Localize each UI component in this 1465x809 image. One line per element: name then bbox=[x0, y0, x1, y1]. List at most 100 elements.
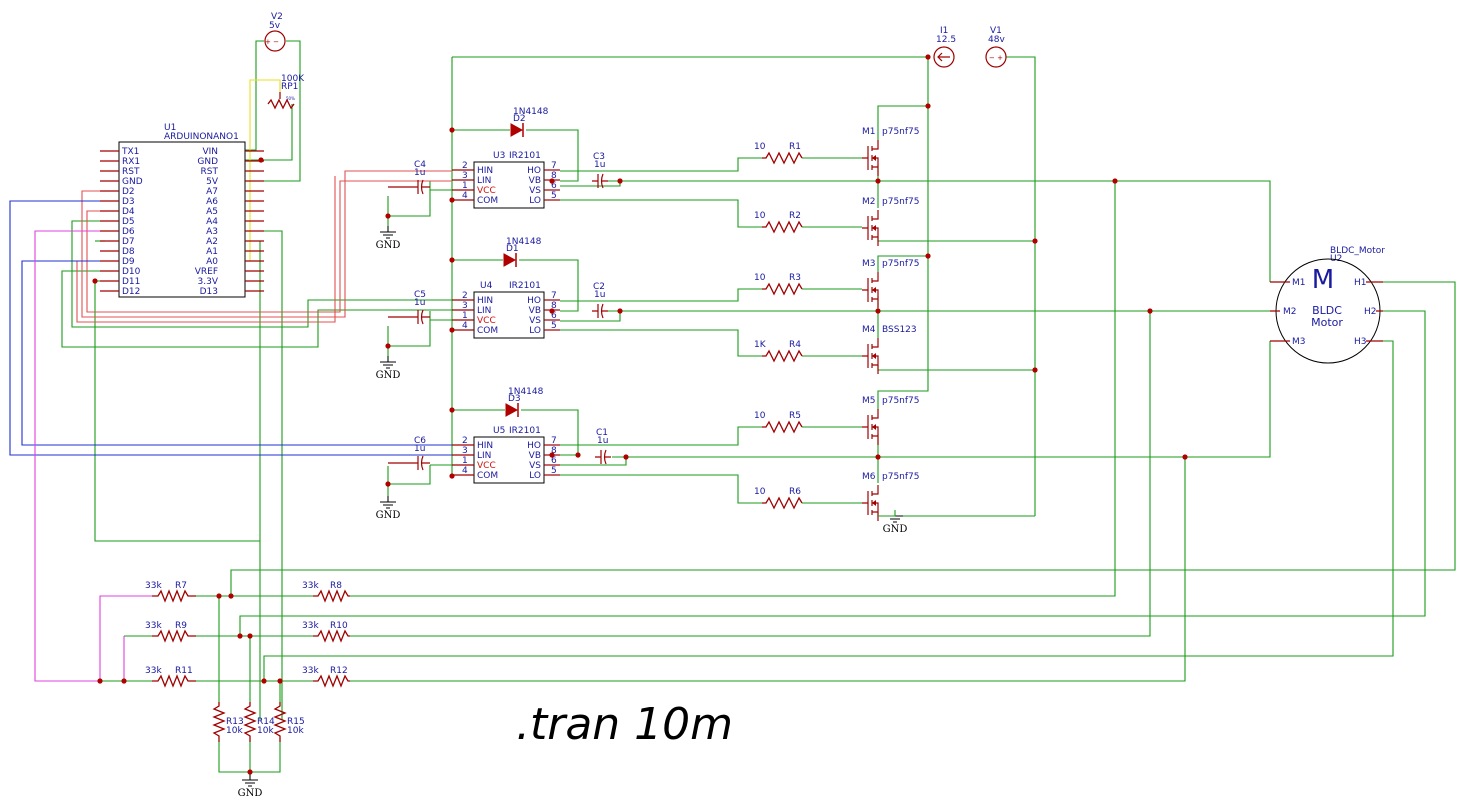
driver-pin-name: VCC bbox=[477, 316, 496, 326]
pot-value: 100K bbox=[281, 74, 305, 84]
ground-label: GND bbox=[376, 240, 401, 251]
junction-dot bbox=[617, 308, 623, 314]
arduino-pin-label: RST bbox=[201, 167, 219, 177]
potentiometer-rp1[interactable]: 100K RP1 50% bbox=[267, 74, 305, 110]
arduino-pin-label: D13 bbox=[200, 287, 218, 297]
driver-pin-name: VB bbox=[529, 176, 541, 186]
junction-dot bbox=[121, 678, 127, 684]
motor-pin-h2: H2 bbox=[1364, 307, 1377, 317]
arduino-pin-label: A4 bbox=[206, 217, 218, 227]
arduino-u1[interactable]: U1 ARDUINONANO1 TX1RX1RSTGNDD2D3D4D5D6D7… bbox=[100, 123, 264, 298]
driver-pin-number: 1 bbox=[462, 181, 468, 191]
driver-pin-number: 1 bbox=[462, 311, 468, 321]
resistor-ref: R5 bbox=[789, 411, 801, 421]
arduino-pin-label: D12 bbox=[122, 287, 140, 297]
driver-pin-number: 3 bbox=[462, 446, 468, 456]
spice-directive[interactable]: .tran 10m bbox=[516, 699, 733, 750]
mosfet-ref: M5 bbox=[862, 396, 876, 406]
driver-pin-number: 1 bbox=[462, 456, 468, 466]
arduino-ref: U1 bbox=[164, 123, 176, 133]
arduino-pin-label: D11 bbox=[122, 277, 140, 287]
arduino-pin-label: 5V bbox=[206, 177, 219, 187]
driver-part: IR2101 bbox=[509, 281, 541, 291]
mosfet-part: p75nf75 bbox=[882, 472, 920, 482]
supply-v2[interactable]: + − V2 5v bbox=[264, 12, 286, 52]
cap-ref: C4 bbox=[414, 160, 426, 170]
divider-resistor-r11[interactable]: 33k R11 bbox=[145, 666, 196, 688]
motor-glyph: M bbox=[1312, 265, 1334, 295]
resistor-ref: R15 bbox=[287, 717, 305, 727]
resistor-value: 10 bbox=[754, 273, 766, 283]
driver-pin-number: 6 bbox=[551, 311, 557, 321]
arduino-pin-label: D2 bbox=[122, 187, 135, 197]
arduino-pin-label: D10 bbox=[122, 267, 141, 277]
junction-dot bbox=[92, 278, 98, 284]
junction-dot bbox=[258, 157, 264, 163]
driver-pin-name: VB bbox=[529, 306, 541, 316]
source-i1[interactable]: I1 12.5 bbox=[933, 26, 956, 68]
svg-text:− +: − + bbox=[989, 54, 1003, 62]
junction-dot bbox=[549, 452, 555, 458]
bldc-motor[interactable]: BLDC_Motor U2 M BLDC Motor M1 M2 M3 H1 H… bbox=[1270, 246, 1385, 364]
pot-percent: 50% bbox=[286, 96, 295, 101]
ground-label: GND bbox=[376, 370, 401, 381]
diode-part: 1N4148 bbox=[508, 387, 544, 397]
resistor-value: 33k bbox=[145, 666, 162, 676]
ground-label: GND bbox=[238, 788, 263, 799]
arduino-pin-label: D3 bbox=[122, 197, 135, 207]
junction-dot bbox=[617, 178, 623, 184]
arduino-pin-label: VIN bbox=[202, 147, 218, 157]
driver-pin-number: 7 bbox=[551, 291, 557, 301]
cap-value: 1u bbox=[594, 160, 605, 170]
junction-dot bbox=[1182, 454, 1188, 460]
driver-pin-name: VCC bbox=[477, 186, 496, 196]
resistor-ref: R12 bbox=[330, 666, 348, 676]
motor-ref: U2 bbox=[1330, 254, 1342, 264]
arduino-pin-label: D6 bbox=[122, 227, 135, 237]
source-v1[interactable]: − + V1 48v bbox=[985, 26, 1007, 68]
diode-ref: D1 bbox=[506, 244, 519, 254]
junction-dot bbox=[385, 481, 391, 487]
junction-dot bbox=[228, 593, 234, 599]
driver-pin-number: 8 bbox=[551, 446, 557, 456]
arduino-pin-label: A7 bbox=[206, 187, 218, 197]
arduino-pin-label: RST bbox=[122, 167, 140, 177]
resistor-ref: R11 bbox=[175, 666, 193, 676]
junction-dot bbox=[449, 327, 455, 333]
resistor-ref: R4 bbox=[789, 340, 801, 350]
resistor-ref: R2 bbox=[789, 211, 801, 221]
